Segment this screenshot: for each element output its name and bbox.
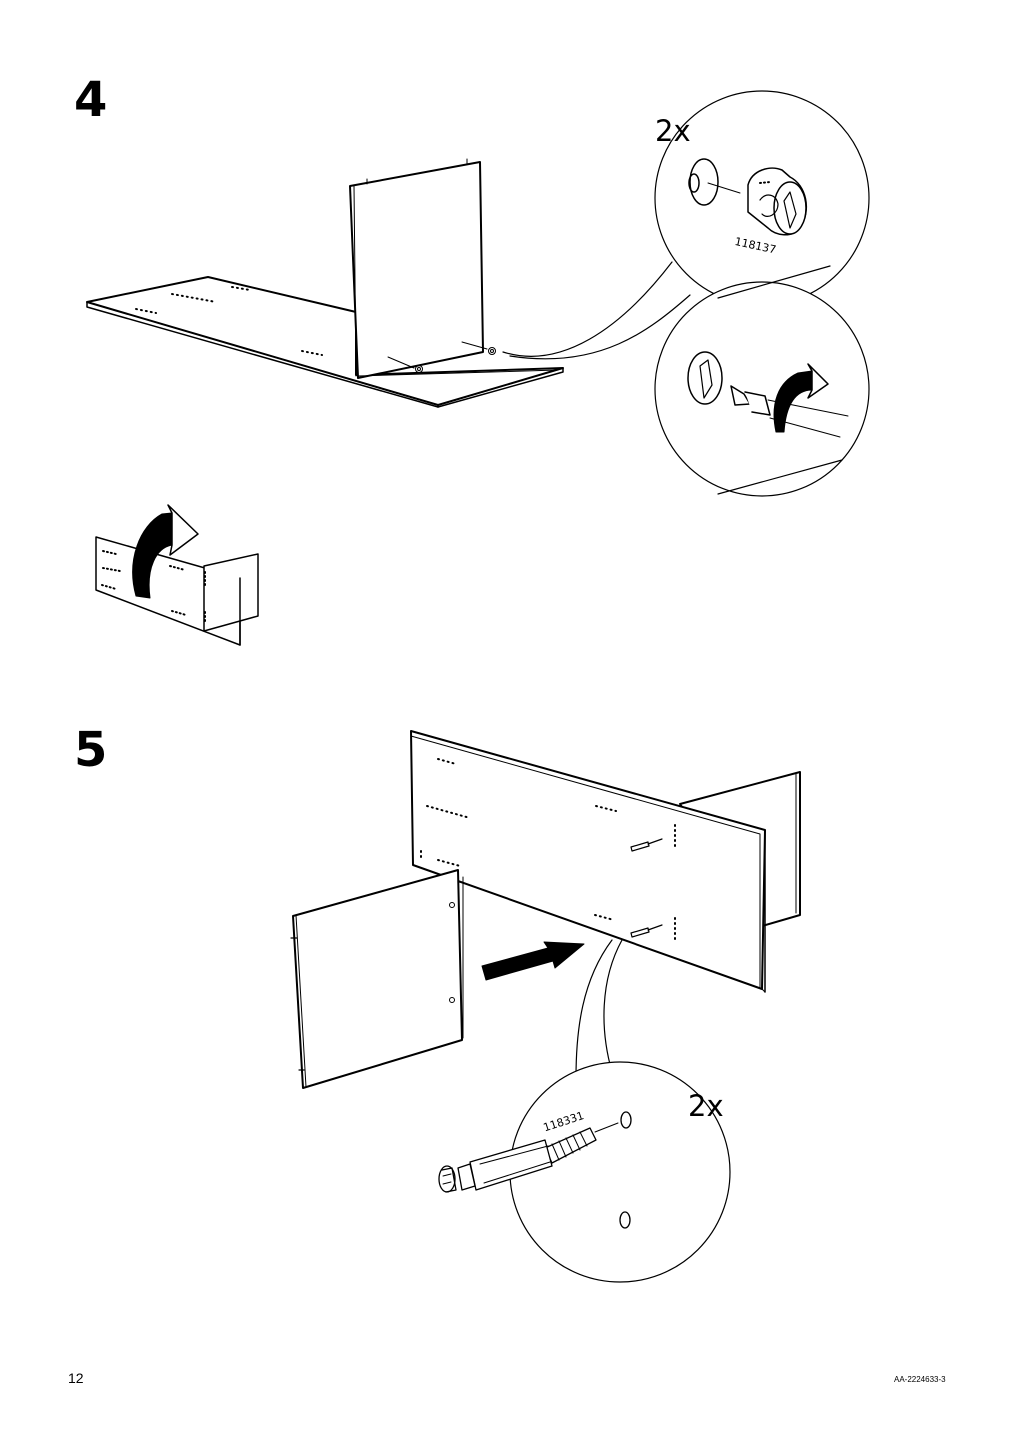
step5-long-panel bbox=[410, 730, 766, 993]
step4-quantity: 2x bbox=[655, 114, 691, 148]
flip-arrow-icon bbox=[132, 504, 199, 599]
step4-cam-fittings bbox=[387, 341, 496, 373]
step4-hole-dots bbox=[135, 286, 323, 356]
step5-dowels bbox=[630, 838, 663, 938]
flip-assembly-illustration bbox=[95, 504, 259, 646]
push-arrow-icon bbox=[481, 941, 585, 981]
cam-lock-fitting-icon bbox=[688, 158, 808, 236]
step4-detail-circle-turn bbox=[654, 281, 870, 497]
step4-upright-panel bbox=[349, 158, 559, 379]
step5-hole-dots bbox=[420, 758, 676, 943]
page-number: 12 bbox=[68, 1370, 84, 1386]
rotate-arrow-icon bbox=[773, 363, 829, 433]
step-5-number: 5 bbox=[74, 722, 108, 778]
cam-dowel-icon bbox=[438, 1111, 632, 1229]
step5-quantity: 2x bbox=[688, 1089, 724, 1123]
cam-in-panel-icon bbox=[687, 351, 723, 405]
step-4-number: 4 bbox=[74, 72, 108, 128]
document-code: AA-2224633-3 bbox=[894, 1375, 946, 1384]
step5-end-panel bbox=[290, 869, 464, 1089]
step4-base-panel bbox=[86, 276, 564, 408]
